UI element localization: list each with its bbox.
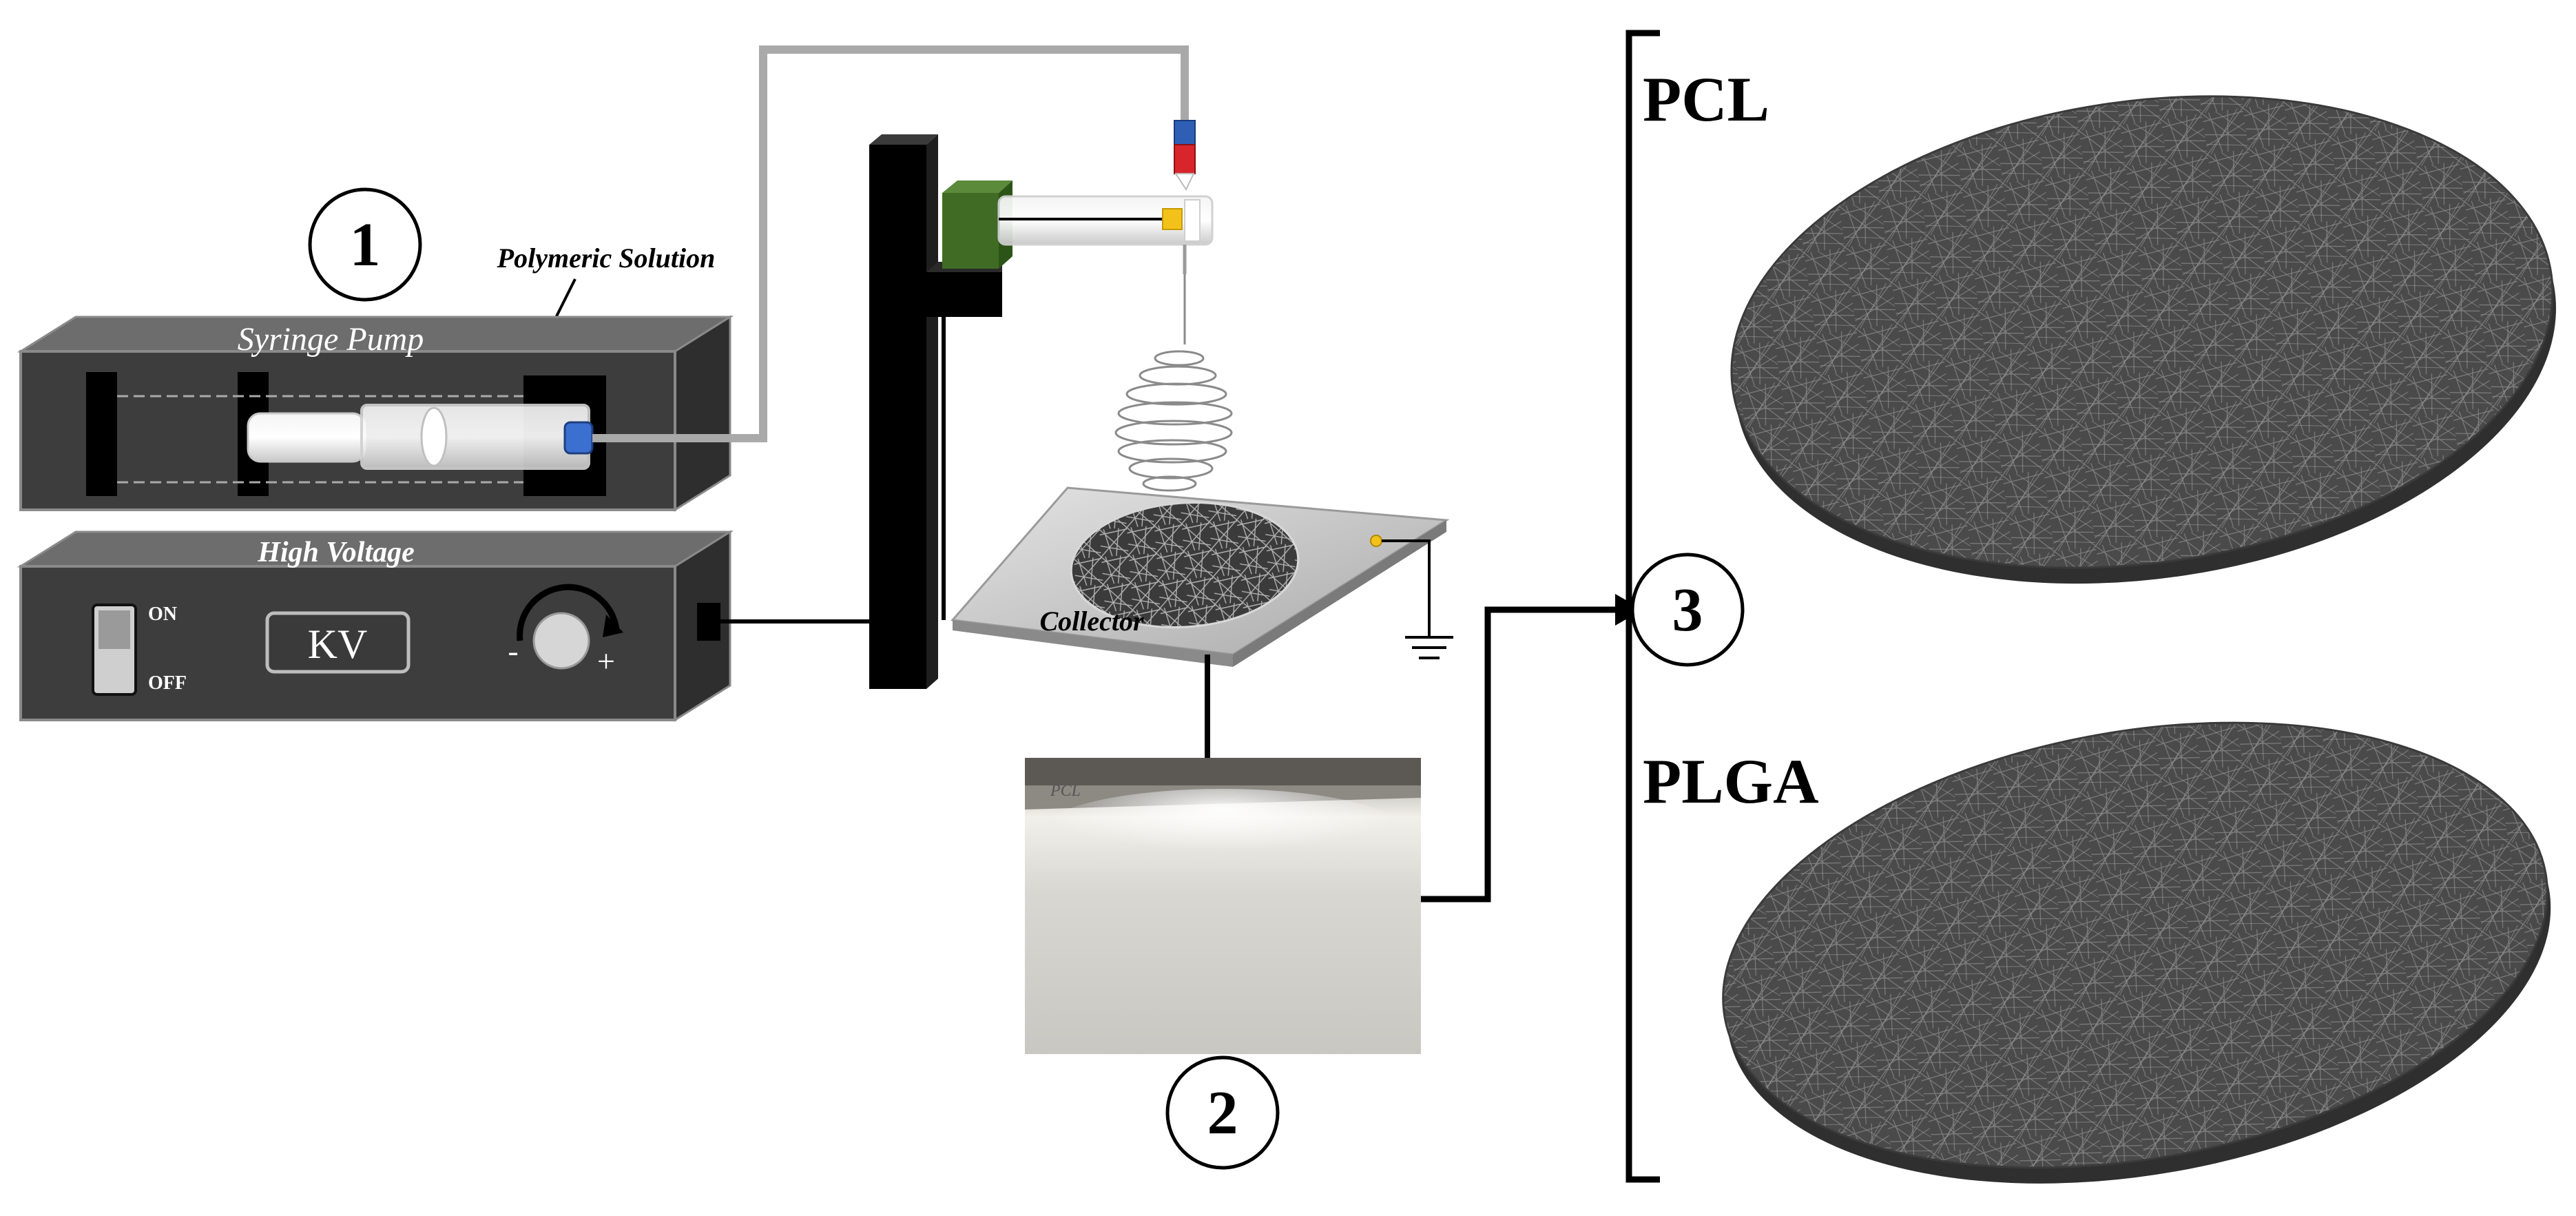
spinneret-syringe xyxy=(942,120,1214,274)
step-1-badge: 1 xyxy=(308,187,422,302)
syringe-pump-label: Syringe Pump xyxy=(238,321,424,358)
sample-handwritten-mark: PCL xyxy=(1050,782,1081,800)
knob-plus-label: + xyxy=(597,643,615,679)
spinning-stand xyxy=(869,134,1002,689)
ground-symbol xyxy=(1382,539,1453,659)
plga-scaffold-disc xyxy=(1722,721,2551,1184)
step-3-label: 3 xyxy=(1672,576,1703,644)
hv-terminal xyxy=(697,603,720,641)
step-1-label: 1 xyxy=(350,211,381,279)
collector-fiber-mat xyxy=(1070,501,1300,629)
collector-label: Collector xyxy=(1039,606,1144,637)
feed-tube xyxy=(592,45,1189,442)
step-3-badge: 3 xyxy=(1630,553,1745,667)
nozzle-cap xyxy=(1174,120,1196,145)
sample-photo: PCL xyxy=(1025,758,1421,1054)
switch-off-label: OFF xyxy=(148,672,187,694)
plunger xyxy=(247,412,366,463)
kv-display-label: KV xyxy=(308,621,368,667)
pcl-label: PCL xyxy=(1643,64,1769,134)
syringe-connector xyxy=(563,421,594,455)
kv-display xyxy=(265,611,411,674)
fiber-jet xyxy=(1114,274,1233,492)
pcl-scaffold-disc xyxy=(1730,95,2556,584)
step-2-badge: 2 xyxy=(1165,1055,1280,1170)
scaffold-bracket xyxy=(1625,30,1660,1183)
high-voltage-supply: High Voltage ON OFF KV - + xyxy=(17,530,734,722)
nozzle-body xyxy=(1174,144,1196,174)
ground-contact xyxy=(1370,535,1382,547)
knob-scale xyxy=(517,584,620,641)
plga-label: PLGA xyxy=(1643,746,1819,816)
high-voltage-label: High Voltage xyxy=(257,537,415,568)
step-2-label: 2 xyxy=(1207,1079,1238,1147)
syringe-pump: Syringe Pump xyxy=(17,315,734,512)
pump-block-left xyxy=(86,372,117,496)
arrow-to-scaffolds xyxy=(1421,606,1625,903)
switch-on-label: ON xyxy=(148,604,177,625)
knob-minus-label: - xyxy=(508,633,518,668)
collector-plate: Collector xyxy=(951,486,1450,667)
syringe-barrel xyxy=(360,404,590,470)
polymeric-solution-label: Polymeric Solution xyxy=(497,243,716,274)
plunger-tip xyxy=(1162,208,1183,230)
voltage-knob xyxy=(532,612,590,670)
